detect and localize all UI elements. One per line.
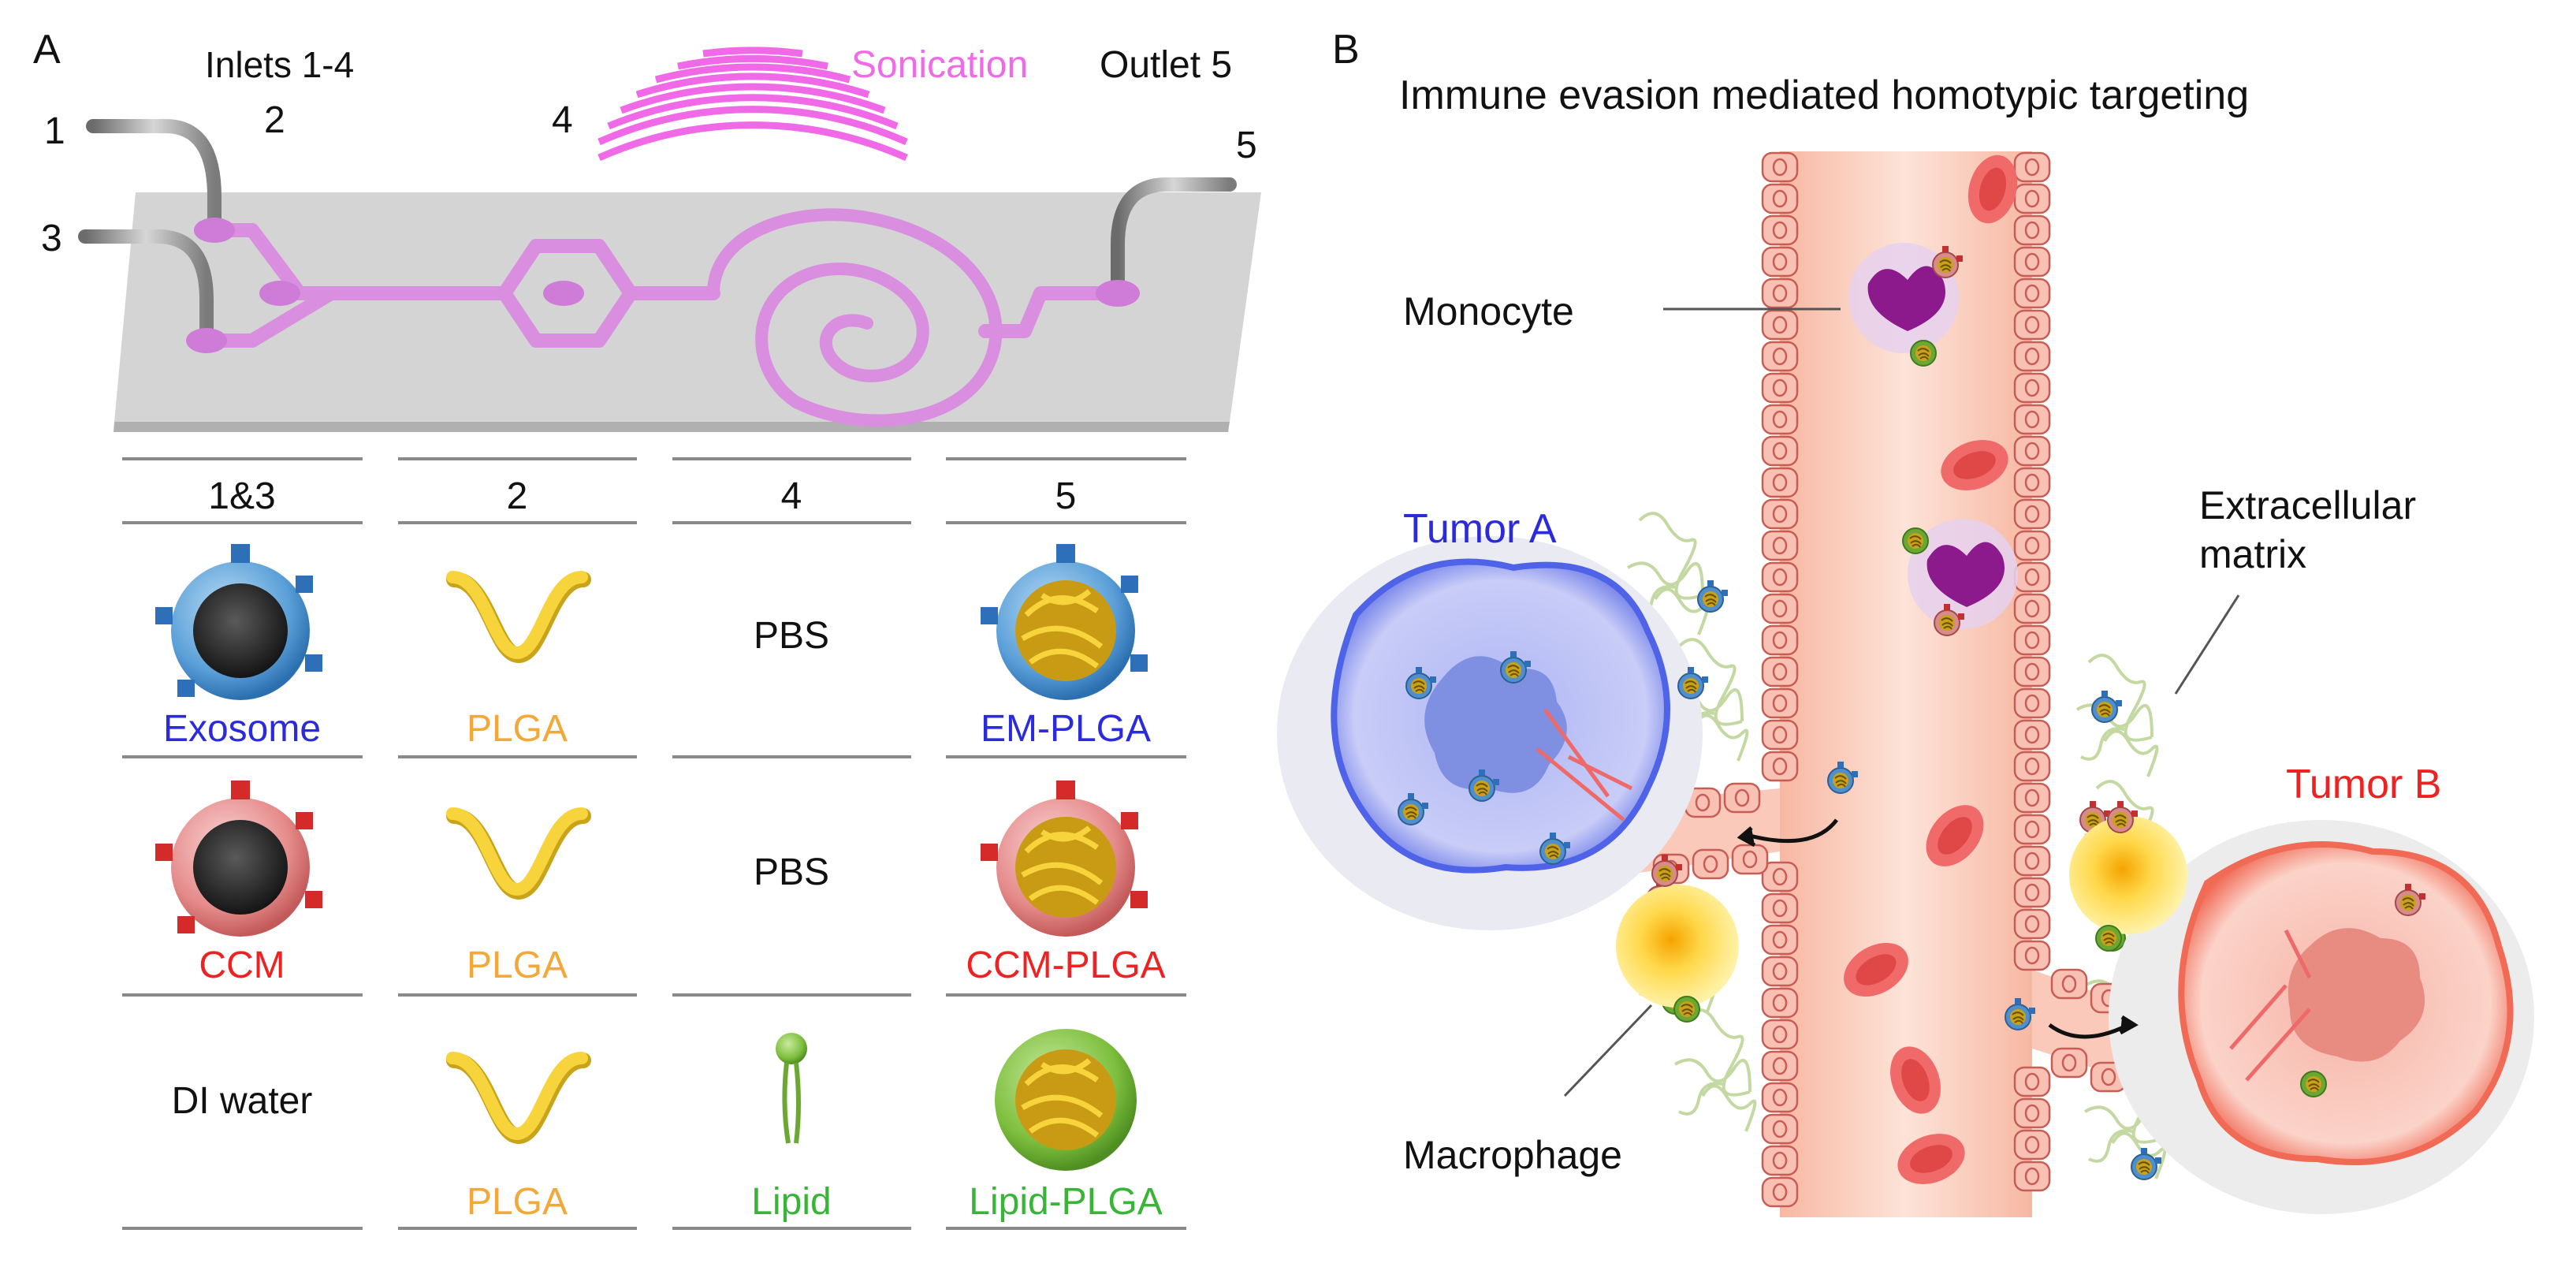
row2-outlet-label: CCM-PLGA — [966, 945, 1165, 986]
row1-outlet-label: EM-PLGA — [981, 708, 1151, 750]
tumor-b-label: Tumor B — [2286, 762, 2441, 807]
port-label-2: 2 — [264, 99, 285, 141]
plga-icon — [452, 1058, 583, 1136]
inlets-label: Inlets 1-4 — [205, 44, 354, 85]
tumor-b-cell — [2109, 820, 2534, 1214]
panel-b-title: Immune evasion mediated homotypic target… — [1399, 73, 2249, 118]
ports — [186, 218, 1140, 353]
header-inlet-4: 4 — [781, 475, 802, 517]
outlet-label: Outlet 5 — [1100, 44, 1232, 86]
port-label-5: 5 — [1236, 125, 1257, 166]
panel-a: A Inlets 1-4 Sonication Outlet 5 — [33, 27, 1261, 1230]
row3-inlet2-label: PLGA — [467, 1181, 568, 1223]
exosome-particle-icon — [155, 544, 322, 700]
monocyte-cell-2 — [1903, 519, 2018, 635]
ccm-particle-icon — [155, 781, 322, 937]
inlet-tubes — [78, 119, 1237, 346]
monocyte-label: Monocyte — [1403, 289, 1574, 333]
leader-lines — [1563, 307, 2240, 1097]
header-inlet-13: 1&3 — [208, 475, 275, 517]
table-lines — [122, 457, 1186, 1230]
plga-icon — [452, 814, 583, 892]
panel-a-letter: A — [33, 27, 61, 73]
ccm-plga-particle-icon — [981, 781, 1148, 937]
ecm-label: Extracellular matrix — [2199, 483, 2427, 576]
macrophage-cell-2 — [2069, 801, 2187, 951]
row3-inlet13-label: DI water — [172, 1080, 313, 1122]
tumor-a-cell — [1277, 536, 1703, 930]
row3-outlet-label: Lipid-PLGA — [969, 1181, 1162, 1223]
em-plga-particle-icon — [981, 544, 1148, 700]
ecm-label-text: Extracellular — [2199, 483, 2416, 527]
table-row-2: CCM PLGA PBS CCM-PLGA — [155, 781, 1166, 986]
sonication-label: Sonication — [851, 44, 1028, 86]
lipid-plga-particle-icon — [995, 1029, 1137, 1171]
sonication-waves — [597, 47, 908, 162]
header-outlet-5: 5 — [1055, 475, 1077, 517]
monocyte-cell — [1848, 243, 1963, 366]
ecm-label-line-2: matrix — [2199, 532, 2306, 576]
migration-arrows — [1737, 818, 2139, 1039]
row2-inlet13-label: CCM — [199, 945, 285, 986]
panel-b: B Immune evasion mediated homotypic targ… — [1277, 27, 2534, 1217]
table-row-1: Exosome PLGA PBS EM-PLGA — [155, 544, 1151, 750]
table-header: 1&3 2 4 5 — [208, 475, 1076, 517]
row2-inlet4-label: PBS — [754, 851, 829, 893]
chip-base — [114, 192, 1261, 422]
tumor-a-label: Tumor A — [1403, 506, 1557, 552]
microfluidic-channel — [199, 208, 1125, 427]
row1-inlet13-label: Exosome — [163, 708, 321, 750]
lipid-molecule-icon — [776, 1033, 807, 1144]
port-label-1: 1 — [44, 110, 65, 152]
row1-inlet2-label: PLGA — [467, 708, 568, 750]
panel-b-letter: B — [1332, 27, 1360, 73]
table-row-3: DI water PLGA Lipid Lipid-PLGA — [172, 1029, 1163, 1223]
row3-inlet4-label: Lipid — [751, 1181, 831, 1223]
header-inlet-2: 2 — [507, 475, 528, 517]
row1-inlet4-label: PBS — [754, 615, 829, 657]
row2-inlet2-label: PLGA — [467, 945, 568, 986]
port-label-3: 3 — [41, 218, 62, 259]
macrophage-cell — [1616, 855, 1739, 1022]
port-label-4: 4 — [552, 99, 573, 141]
macrophage-label: Macrophage — [1403, 1133, 1622, 1177]
plga-icon — [452, 577, 583, 655]
